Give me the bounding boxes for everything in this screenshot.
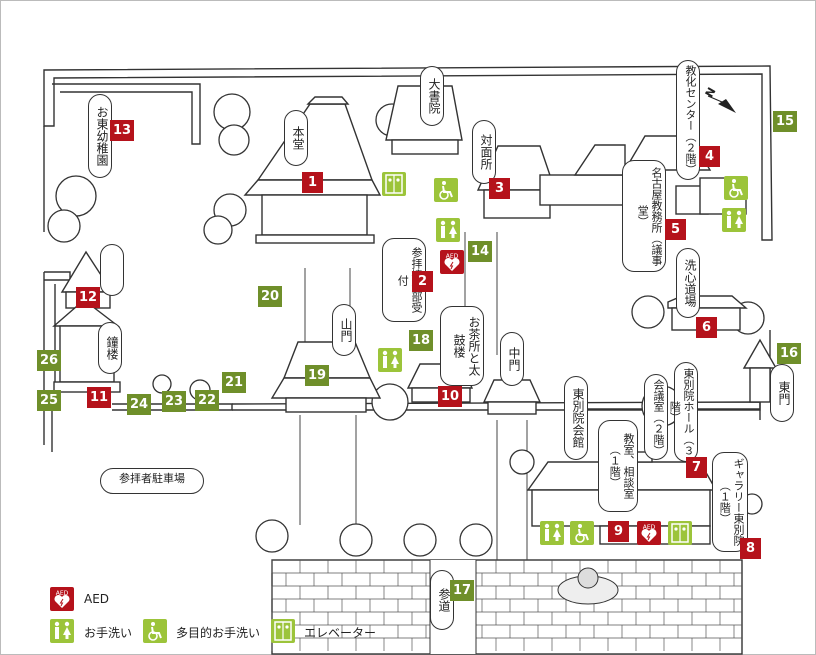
badge-25[interactable]: 25 <box>37 390 61 411</box>
label-sanmon: 山門 <box>332 304 356 356</box>
badge-9[interactable]: 9 <box>608 521 629 542</box>
badge-3[interactable]: 3 <box>489 178 510 199</box>
legend-multi-toilet-label: 多目的お手洗い <box>176 626 261 640</box>
label-betsuin-kaikan: 東別院会館 <box>564 376 588 460</box>
label-taimensho: 対面所 <box>472 120 496 184</box>
badge-12[interactable]: 12 <box>76 287 100 308</box>
compass-arrow <box>707 95 736 113</box>
label-kyoshitsu-sodanshitsu: 教室、相談室（１階） <box>598 420 638 512</box>
label-gallery: ギャラリー東別院（１階） <box>712 452 748 552</box>
badge-19[interactable]: 19 <box>305 365 329 386</box>
walkways <box>299 232 528 560</box>
toilet-icon[interactable] <box>540 521 564 545</box>
wheelchair-toilet-icon[interactable] <box>724 176 748 200</box>
badge-4[interactable]: 4 <box>699 146 720 167</box>
badge-11[interactable]: 11 <box>87 387 111 408</box>
badge-1[interactable]: 1 <box>302 172 323 193</box>
badge-18[interactable]: 18 <box>409 330 433 351</box>
badge-22[interactable]: 22 <box>195 390 219 411</box>
aed-icon: AED <box>50 587 74 611</box>
badge-23[interactable]: 23 <box>162 391 186 412</box>
label-kaigishitsu: 会議室（２階） <box>644 374 668 460</box>
badge-15[interactable]: 15 <box>773 111 797 132</box>
badge-24[interactable]: 24 <box>127 394 151 415</box>
wheelchair-toilet-icon[interactable] <box>434 178 458 202</box>
label-nokotsudo <box>100 244 124 296</box>
aed-icon[interactable]: AED <box>440 250 464 274</box>
badge-8[interactable]: 8 <box>740 538 761 559</box>
elevator-icon[interactable] <box>382 172 406 196</box>
badge-17[interactable]: 17 <box>450 580 474 601</box>
badge-16[interactable]: 16 <box>777 343 801 364</box>
label-parking: 参拝者駐車場 <box>100 468 204 494</box>
aed-icon[interactable]: AED <box>637 521 661 545</box>
label-kyoka-center: 教化センター（２階） <box>676 60 700 180</box>
badge-13[interactable]: 13 <box>110 120 134 141</box>
legend-toilet-label: お手洗い <box>84 626 133 640</box>
badge-14[interactable]: 14 <box>468 241 492 262</box>
elevator-icon <box>271 619 295 643</box>
label-chumon: 中門 <box>500 332 524 386</box>
svg-text:AED: AED <box>643 524 656 531</box>
label-shoro: 鐘楼 <box>98 322 122 374</box>
label-higashimon: 東門 <box>770 364 794 422</box>
elevator-icon[interactable] <box>668 521 692 545</box>
badge-20[interactable]: 20 <box>258 286 282 307</box>
label-nagoya-kyomusho: 名古屋教務所（議事堂） <box>622 160 666 272</box>
toilet-icon <box>50 619 74 643</box>
toilet-icon[interactable] <box>436 218 460 242</box>
wheelchair-toilet-icon <box>143 619 167 643</box>
label-senshin-dojo: 洗心道場 <box>676 248 700 318</box>
badge-21[interactable]: 21 <box>222 372 246 393</box>
toilet-icon[interactable] <box>378 348 402 372</box>
label-ochasho-taikoro: お茶所と太鼓楼 <box>440 306 484 386</box>
badge-5[interactable]: 5 <box>665 219 686 240</box>
legend-elevator-label: エレベーター <box>304 626 377 640</box>
badge-10[interactable]: 10 <box>438 386 462 407</box>
label-betsuin-hall: 東別院ホール（３階） <box>668 362 698 462</box>
legend-aed-label: AED <box>84 592 110 606</box>
label-daishoin: 大書院 <box>420 66 444 126</box>
badge-6[interactable]: 6 <box>696 317 717 338</box>
label-hondo: 本堂 <box>284 110 308 166</box>
badge-7[interactable]: 7 <box>686 457 707 478</box>
toilet-icon[interactable] <box>722 208 746 232</box>
badge-26[interactable]: 26 <box>37 350 61 371</box>
label-higashi-yochien: お東幼稚園 <box>88 94 112 178</box>
wheelchair-toilet-icon[interactable] <box>570 521 594 545</box>
svg-text:AED: AED <box>56 590 69 597</box>
badge-2[interactable]: 2 <box>412 271 433 292</box>
stone-path <box>271 559 743 655</box>
svg-text:AED: AED <box>446 253 459 260</box>
